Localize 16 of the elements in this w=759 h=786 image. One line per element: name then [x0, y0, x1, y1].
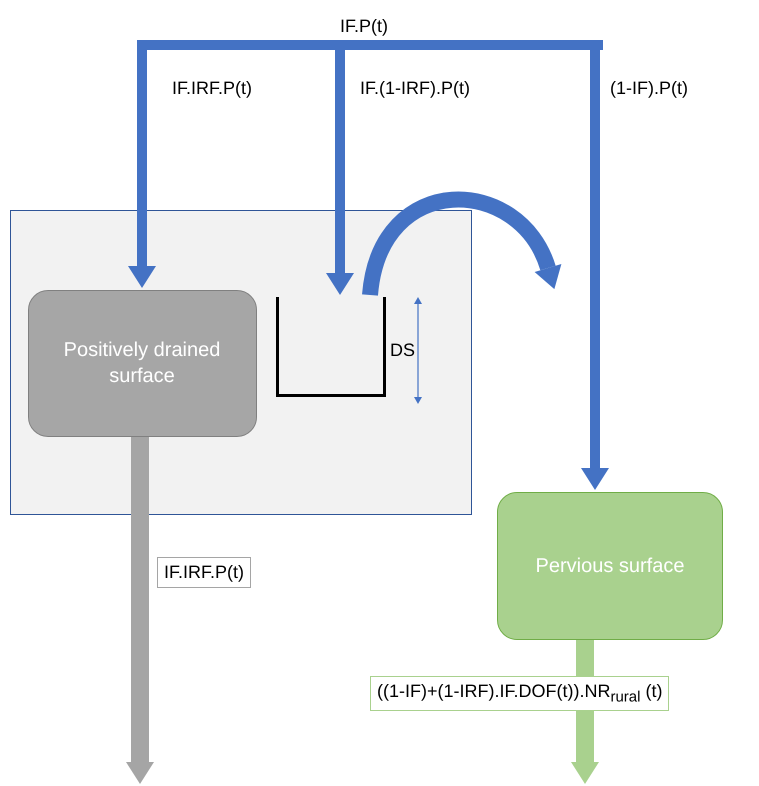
flow-bar: [137, 40, 603, 50]
arrow: [362, 192, 561, 296]
area-panel: [10, 210, 472, 515]
flow-label: IF.P(t): [340, 16, 388, 37]
dimension-label: DS: [390, 340, 416, 361]
edge-label: ((1-IF)+(1-IRF).IF.DOF(t)).NR$_{rural}$ (t): [370, 676, 670, 711]
edge-label: IF.IRF.P(t): [172, 78, 252, 99]
process-box: [497, 492, 723, 640]
process-box: [28, 290, 256, 436]
storage-bucket: [276, 296, 386, 396]
edge-label: IF.IRF.P(t): [157, 557, 251, 588]
arrow: [126, 437, 154, 784]
node-label: Positively drained surface: [62, 338, 222, 389]
node-label: Pervious surface: [536, 554, 684, 579]
edge-label: IF.(1-IRF).P(t): [360, 78, 470, 99]
edge-label: (1-IF).P(t): [610, 78, 688, 99]
